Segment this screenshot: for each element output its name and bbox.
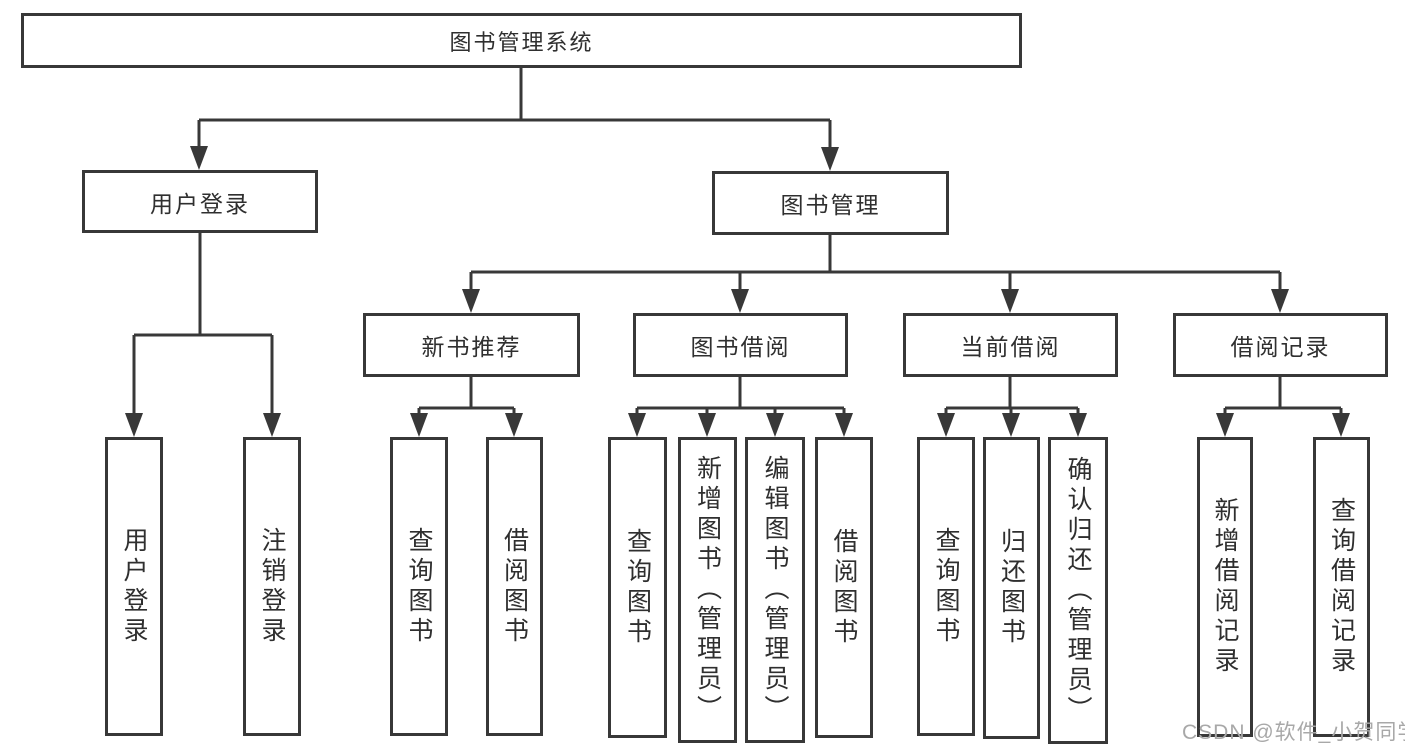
leaf-edit-books-admin: 编辑图书（管理员） bbox=[745, 437, 805, 743]
leaf-confirm-return-admin: 确认归还（管理员） bbox=[1048, 437, 1108, 744]
node-borrowing-records: 借阅记录 bbox=[1173, 313, 1388, 377]
leaf-query-books-borrowing: 查询图书 bbox=[608, 437, 667, 738]
leaf-add-books-admin: 新增图书（管理员） bbox=[678, 437, 737, 743]
arrowheads bbox=[125, 146, 1350, 437]
leaf-add-borrow-record: 新增借阅记录 bbox=[1197, 437, 1253, 737]
leaf-return-books: 归还图书 bbox=[983, 437, 1040, 739]
node-book-borrowing: 图书借阅 bbox=[633, 313, 848, 377]
leaf-borrow-books: 借阅图书 bbox=[815, 437, 873, 738]
node-new-book-recommendation: 新书推荐 bbox=[363, 313, 580, 377]
leaf-query-books-current: 查询图书 bbox=[917, 437, 975, 736]
csdn-watermark: CSDN @软件_小贺同学 bbox=[1182, 721, 1405, 744]
leaf-borrow-books-recommendation: 借阅图书 bbox=[486, 437, 543, 736]
leaf-query-books-recommendation: 查询图书 bbox=[390, 437, 448, 736]
leaf-logout: 注销登录 bbox=[243, 437, 301, 736]
node-book-management: 图书管理 bbox=[712, 171, 949, 235]
connector-paths bbox=[132, 68, 1343, 418]
node-user-login: 用户登录 bbox=[82, 170, 318, 233]
leaf-query-borrow-record: 查询借阅记录 bbox=[1313, 437, 1370, 737]
node-library-management-system: 图书管理系统 bbox=[21, 13, 1022, 68]
leaf-user-login: 用户登录 bbox=[105, 437, 163, 736]
node-current-borrowing: 当前借阅 bbox=[903, 313, 1118, 377]
